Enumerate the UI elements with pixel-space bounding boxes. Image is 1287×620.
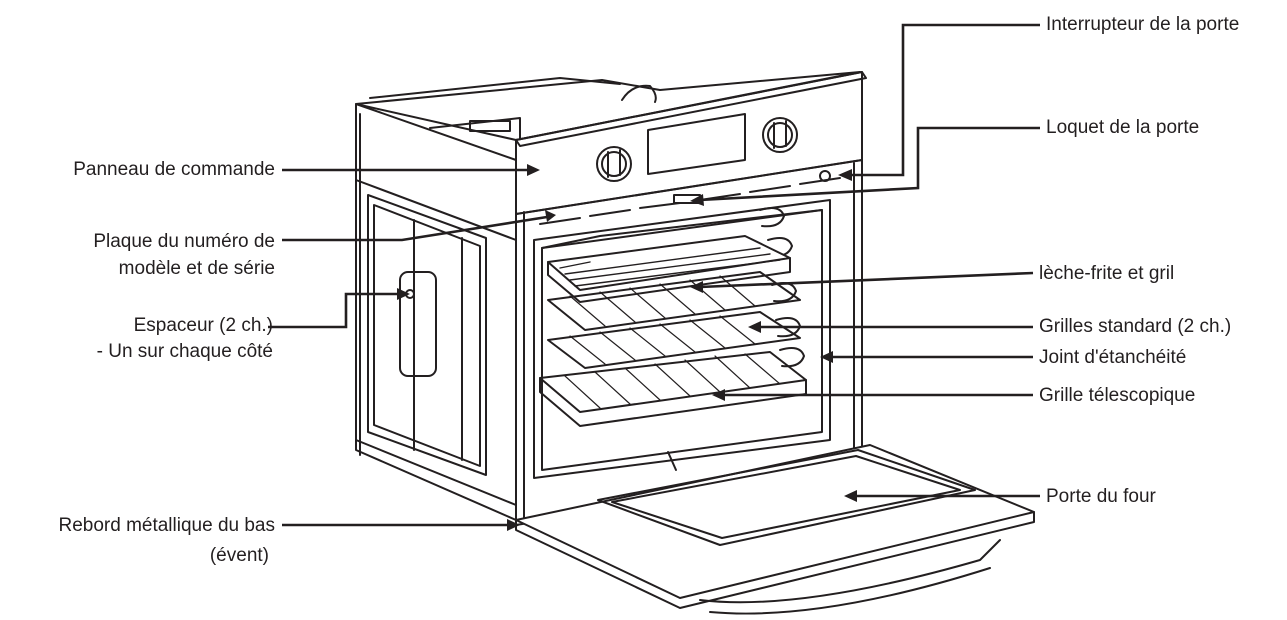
label-broiler-pan: lèche-frite et gril (1039, 263, 1175, 284)
leader-lines (268, 23, 1040, 527)
label-spacer-line1: Espaceur (2 ch.) (133, 315, 273, 336)
telescopic-rack (539, 351, 807, 427)
oven-cabinet-top (355, 71, 861, 141)
label-control-panel: Panneau de commande (73, 159, 275, 180)
leader-arrowheads (397, 164, 857, 531)
label-standard-racks: Grilles standard (2 ch.) (1039, 316, 1232, 337)
label-door-latch: Loquet de la porte (1046, 117, 1200, 138)
label-bottom-vent-line2: (évent) (209, 545, 269, 566)
label-door-gasket: Joint d'étanchéité (1039, 347, 1187, 368)
label-model-plate-line1: Plaque du numéro de (93, 231, 275, 252)
label-oven-door: Porte du four (1046, 486, 1156, 507)
rack-supports (759, 207, 805, 368)
label-bottom-vent-line1: Rebord métallique du bas (58, 515, 275, 536)
label-model-plate-line2: modèle et de série (118, 258, 275, 279)
standard-racks (547, 271, 801, 369)
label-spacer-line2: - Un sur chaque côté (96, 341, 273, 362)
label-door-switch: Interrupteur de la porte (1046, 14, 1240, 35)
broiler-pan (547, 235, 791, 303)
label-telescopic-rack: Grille télescopique (1039, 385, 1196, 406)
